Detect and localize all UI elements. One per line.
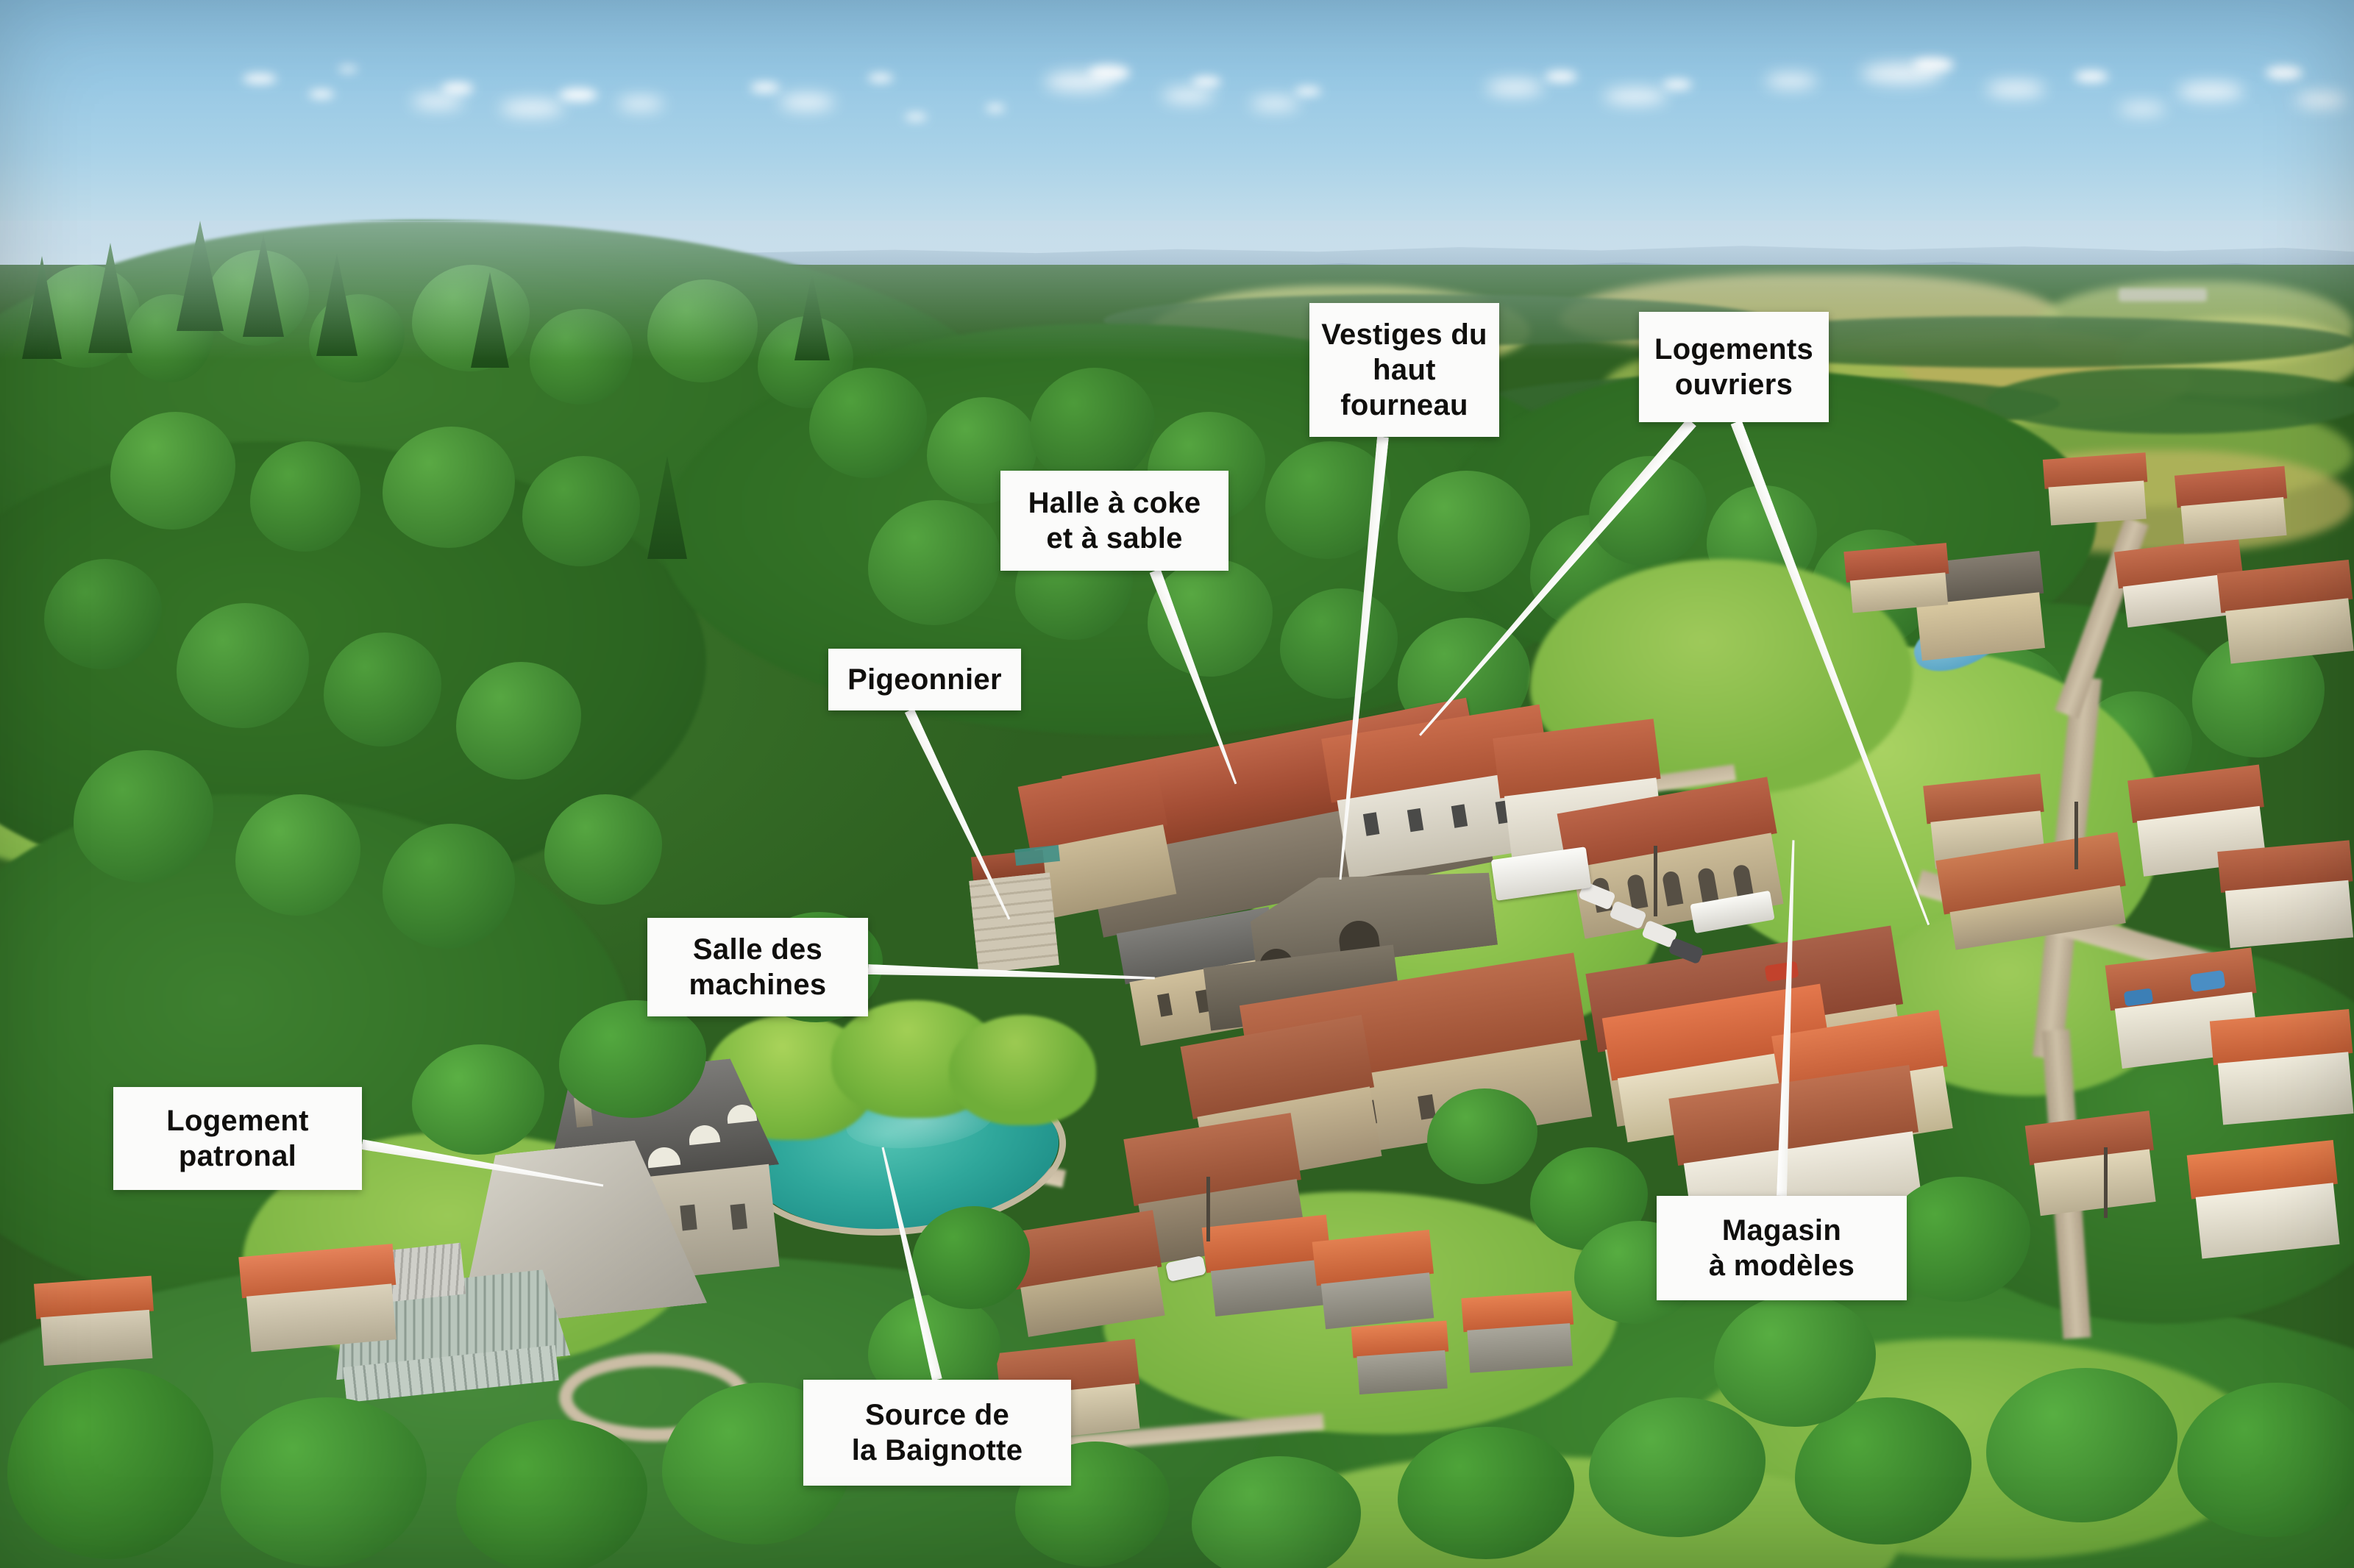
- callout-label-text: Pigeonnier: [847, 663, 1002, 696]
- callout-magasin-a-modeles[interactable]: Magasin à modèles: [1657, 1196, 1907, 1300]
- leader-line-logements-ouvriers-second: [1731, 420, 1935, 927]
- shrub: [1589, 1397, 1766, 1537]
- tree-canopy: [383, 824, 515, 949]
- shrub: [912, 1206, 1030, 1309]
- shrub: [2177, 1383, 2354, 1537]
- shrub: [412, 1044, 544, 1155]
- tree-canopy: [1280, 588, 1398, 699]
- callout-halle-a-coke-et-a-sable[interactable]: Halle à coke et à sable: [1000, 471, 1228, 571]
- shrub: [1986, 1368, 2177, 1522]
- shrub: [1883, 1177, 2030, 1302]
- tree-canopy: [1398, 471, 1530, 592]
- shrub: [1192, 1456, 1361, 1568]
- shrub: [1714, 1294, 1876, 1427]
- weeping-willow: [949, 1015, 1096, 1125]
- utility-pole: [1654, 846, 1657, 916]
- callout-vestiges-du-haut-fourneau[interactable]: Vestiges du haut fourneau: [1309, 303, 1499, 437]
- distant-treeline: [1986, 368, 2354, 434]
- utility-pole: [2074, 802, 2078, 869]
- callout-label-text: Logement patronal: [166, 1105, 309, 1172]
- callout-logement-patronal[interactable]: Logement patronal: [113, 1087, 362, 1190]
- utility-pole: [1206, 1177, 1210, 1241]
- leader-line-vestiges-du-haut-fourneau: [1334, 436, 1389, 880]
- callout-source-de-la-baignotte[interactable]: Source de la Baignotte: [803, 1380, 1071, 1486]
- tree-canopy: [177, 603, 309, 728]
- tree-canopy: [74, 750, 213, 883]
- shrub: [1427, 1088, 1537, 1184]
- callout-salle-des-machines[interactable]: Salle des machines: [647, 918, 868, 1016]
- leader-line-magasin-a-modeles: [1777, 840, 1799, 1196]
- callout-pigeonnier[interactable]: Pigeonnier: [828, 649, 1021, 710]
- utility-pole: [2104, 1147, 2108, 1218]
- tree-canopy: [324, 632, 441, 746]
- shrub: [221, 1397, 427, 1567]
- shrub: [1398, 1427, 1574, 1559]
- callout-label-text: Vestiges du haut fourneau: [1321, 318, 1487, 421]
- tree-canopy: [809, 368, 927, 478]
- leader-line-logement-patronal: [361, 1139, 604, 1191]
- shrub: [1795, 1397, 1971, 1544]
- leader-line-logements-ouvriers: [1415, 418, 1696, 739]
- tree-canopy: [110, 412, 235, 530]
- leader-line-halle-a-coke-et-a-sable: [1150, 569, 1242, 786]
- callout-label-text: Source de la Baignotte: [851, 1399, 1023, 1467]
- callout-logements-ouvriers[interactable]: Logements ouvriers: [1639, 312, 1829, 422]
- shrub: [7, 1368, 213, 1559]
- leader-line-source-de-la-baignotte: [878, 1146, 942, 1380]
- tree-canopy: [250, 441, 360, 552]
- tree-canopy: [522, 456, 640, 566]
- shrub: [456, 1419, 647, 1568]
- leader-line-salle-des-machines: [868, 964, 1155, 983]
- shrub: [559, 1000, 706, 1118]
- tree-canopy: [44, 559, 162, 669]
- tree-canopy: [868, 500, 1000, 625]
- tree-canopy: [544, 794, 662, 905]
- callout-label-text: Logements ouvriers: [1654, 333, 1814, 401]
- tree-canopy: [456, 662, 581, 780]
- callout-label-text: Salle des machines: [689, 933, 827, 1001]
- tree-canopy: [1030, 368, 1155, 485]
- leader-line-pigeonnier: [905, 708, 1014, 922]
- tree-canopy: [383, 427, 515, 548]
- callout-label-text: Halle à coke et à sable: [1028, 487, 1201, 555]
- callout-label-text: Magasin à modèles: [1708, 1214, 1855, 1282]
- tree-canopy: [235, 794, 360, 916]
